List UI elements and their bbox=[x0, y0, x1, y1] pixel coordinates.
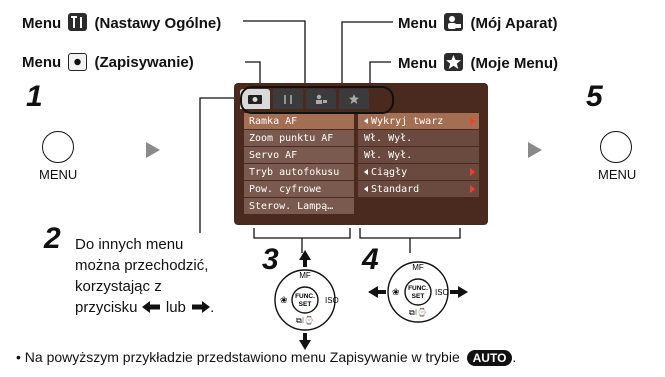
person-icon bbox=[444, 13, 464, 31]
step-2-line-1: Do innych menu bbox=[75, 236, 184, 253]
camera-icon bbox=[68, 53, 88, 71]
menu-row-ramka-af[interactable]: Ramka AF Wykryj twarz bbox=[244, 113, 479, 129]
footer-note: • Na powyższym przykładzie przedstawiono… bbox=[16, 349, 517, 366]
menu-button-left[interactable] bbox=[42, 131, 74, 163]
callout-mymenu-text: (Moje Menu) bbox=[470, 55, 559, 72]
auto-mode-badge: AUTO bbox=[466, 350, 513, 366]
callout-mycamera-text: (Mój Aparat) bbox=[470, 15, 558, 32]
step-5-number: 5 bbox=[586, 80, 603, 113]
step-2-line-4: przycisku lub . bbox=[75, 299, 215, 316]
tabs-highlight-ring bbox=[240, 86, 394, 114]
control-dial-up-down[interactable]: FUNC. SET MF ISO ❀ ⧉⁝⌚ bbox=[270, 250, 340, 350]
menu-row-label: Tryb autofokusu bbox=[244, 164, 354, 180]
callout-general-settings: Menu (Nastawy Ogólne) bbox=[22, 13, 221, 32]
camera-lcd-screen: Ramka AF Wykryj twarz Zoom punktu AF Wł.… bbox=[234, 83, 488, 225]
menu-row-value: Wł. Wył. bbox=[358, 147, 479, 163]
menu-row-servo-af[interactable]: Servo AF Wł. Wył. bbox=[244, 147, 479, 163]
menu-button-right[interactable] bbox=[600, 131, 632, 163]
menu-row-zoom-punktu-af[interactable]: Zoom punktu AF Wł. Wył. bbox=[244, 130, 479, 146]
step-1-number: 1 bbox=[26, 80, 43, 113]
arrow-right-icon bbox=[146, 142, 160, 158]
menu-row-value: Standard bbox=[358, 181, 479, 197]
step-2-text: Do innych menu można przechodzić, korzys… bbox=[75, 234, 214, 318]
menu-row-pow-cyfrowe[interactable]: Pow. cyfrowe Standard bbox=[244, 181, 479, 197]
footer-note-text: • Na powyższym przykładzie przedstawiono… bbox=[16, 349, 460, 365]
dial-set-label: SET bbox=[412, 293, 425, 300]
callout-general-text: (Nastawy Ogólne) bbox=[94, 15, 222, 32]
callout-record-text: (Zapisywanie) bbox=[94, 54, 194, 71]
right-arrow-icon bbox=[470, 185, 475, 193]
right-arrow-icon bbox=[192, 301, 211, 313]
menu-row-value-text: Wł. Wył. bbox=[364, 149, 413, 161]
macro-icon: ❀ bbox=[392, 288, 400, 298]
callout-general-prefix: Menu bbox=[22, 15, 62, 32]
menu-row-tryb-autofokusu[interactable]: Tryb autofokusu Ciągły bbox=[244, 164, 479, 180]
person-icon bbox=[316, 94, 327, 104]
wrench-icon bbox=[284, 95, 292, 104]
left-arrow-icon bbox=[364, 169, 368, 175]
dial-func-label: FUNC. bbox=[295, 293, 315, 300]
step-4-number: 4 bbox=[362, 243, 379, 276]
star-icon bbox=[349, 94, 359, 104]
menu-row-value: Ciągły bbox=[358, 164, 479, 180]
dial-mf-label: MF bbox=[412, 263, 424, 272]
menu-row-sterow-lampa[interactable]: Sterow. Lampą… bbox=[244, 198, 479, 214]
drive-timer-icon: ⧉⁝⌚ bbox=[296, 315, 314, 325]
menu-button-right-label: MENU bbox=[598, 167, 637, 182]
left-arrow-icon bbox=[364, 118, 368, 124]
menu-row-value: Wykryj twarz bbox=[358, 113, 479, 129]
step-2-line-4-b: lub bbox=[165, 299, 186, 316]
step-3-number: 3 bbox=[262, 243, 279, 276]
step-2-line-2: można przechodzić, bbox=[75, 257, 209, 274]
callout-mymenu-prefix: Menu bbox=[398, 55, 438, 72]
wrench-icon bbox=[68, 13, 88, 31]
arrow-right-icon bbox=[528, 142, 542, 158]
menu-tabs bbox=[240, 89, 369, 109]
left-arrow-icon bbox=[141, 301, 160, 313]
menu-row-value-text: Standard bbox=[371, 183, 420, 195]
tab-my-menu[interactable] bbox=[339, 89, 369, 109]
menu-row-label: Zoom punktu AF bbox=[244, 130, 354, 146]
menu-row-label: Ramka AF bbox=[244, 113, 354, 129]
dial-mf-label: MF bbox=[299, 271, 311, 280]
menu-list: Ramka AF Wykryj twarz Zoom punktu AF Wł.… bbox=[244, 113, 479, 215]
menu-row-value-text: Wł. Wył. bbox=[364, 132, 413, 144]
menu-button-left-label: MENU bbox=[39, 167, 78, 182]
callout-my-menu: Menu (Moje Menu) bbox=[398, 53, 558, 72]
callout-record-prefix: Menu bbox=[22, 54, 62, 71]
tab-general-settings[interactable] bbox=[273, 89, 303, 109]
tab-my-camera[interactable] bbox=[306, 89, 336, 109]
menu-row-label: Servo AF bbox=[244, 147, 354, 163]
menu-row-label: Pow. cyfrowe bbox=[244, 181, 354, 197]
menu-row-value-text: Ciągły bbox=[371, 166, 408, 178]
dial-iso-label: ISO bbox=[325, 296, 339, 305]
menu-row-value-text: Wykryj twarz bbox=[371, 115, 444, 127]
step-2-number: 2 bbox=[44, 222, 61, 255]
dial-iso-label: ISO bbox=[435, 288, 449, 297]
menu-row-label: Sterow. Lampą… bbox=[244, 198, 354, 214]
left-arrow-icon bbox=[364, 186, 368, 192]
dial-func-label: FUNC. bbox=[408, 285, 428, 292]
callout-mycamera-prefix: Menu bbox=[398, 15, 438, 32]
callout-my-camera: Menu (Mój Aparat) bbox=[398, 13, 557, 32]
step-2-line-3: korzystając z bbox=[75, 278, 162, 295]
step-2-line-4-a: przycisku bbox=[75, 299, 138, 316]
menu-row-value: Wł. Wył. bbox=[358, 130, 479, 146]
right-arrow-icon bbox=[470, 168, 475, 176]
control-dial-left-right[interactable]: FUNC. SET MF ISO ❀ ⧉⁝⌚ bbox=[368, 256, 468, 328]
dial-set-label: SET bbox=[299, 301, 312, 308]
star-icon bbox=[444, 53, 464, 71]
callout-record: Menu (Zapisywanie) bbox=[22, 53, 194, 71]
macro-icon: ❀ bbox=[280, 296, 288, 306]
drive-timer-icon: ⧉⁝⌚ bbox=[409, 307, 427, 317]
right-arrow-icon bbox=[470, 117, 475, 125]
